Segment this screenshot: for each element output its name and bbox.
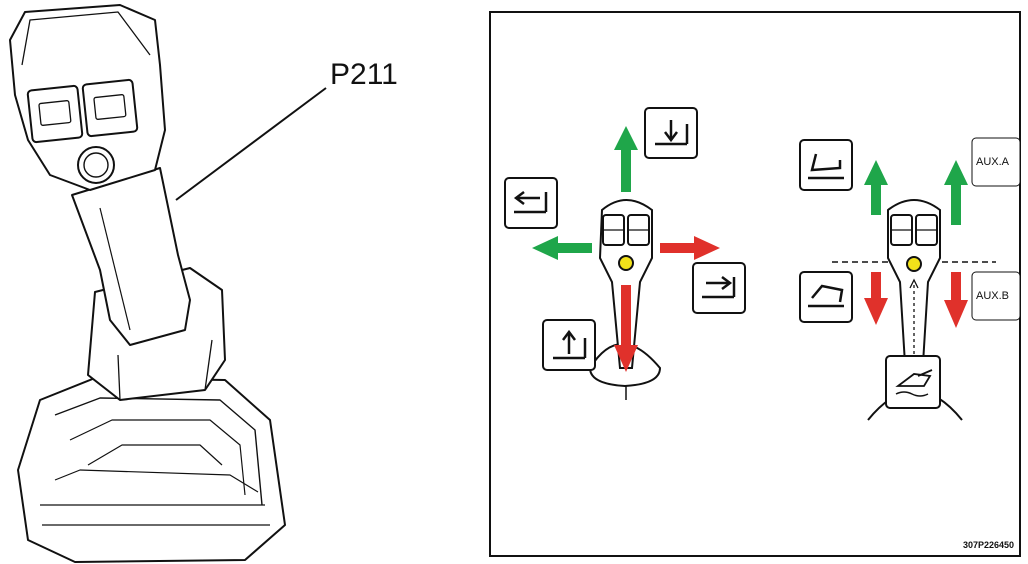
bucket-dump-icon bbox=[799, 139, 853, 191]
arrow-right bbox=[660, 236, 720, 260]
panel-code: 307P226450 bbox=[962, 540, 1014, 550]
boom-extend-icon bbox=[692, 262, 746, 314]
arrow-left bbox=[532, 236, 592, 260]
callout-leader-line bbox=[175, 87, 327, 201]
boom-lower-icon bbox=[644, 107, 698, 159]
arrow-aux-down bbox=[944, 272, 968, 328]
arrow-forward bbox=[614, 126, 638, 192]
arrow-backward bbox=[614, 285, 638, 372]
diagram-panel bbox=[489, 11, 1021, 557]
aux-b-label: AUX.B bbox=[976, 290, 1010, 302]
joystick-illustration bbox=[9, 4, 286, 563]
bucket-curl-icon bbox=[799, 271, 853, 323]
boom-retract-icon bbox=[504, 177, 558, 229]
arrow-bucket-down bbox=[864, 272, 888, 325]
button-indicator bbox=[618, 255, 634, 271]
joystick-boot bbox=[17, 377, 286, 563]
arrow-aux-up bbox=[944, 160, 968, 225]
aux-a-label: AUX.A bbox=[976, 156, 1010, 168]
boom-raise-icon bbox=[542, 319, 596, 371]
callout-label: P211 bbox=[330, 58, 398, 91]
attachment-tilt-icon bbox=[885, 355, 941, 409]
arrow-bucket-up bbox=[864, 160, 888, 215]
joystick-shaft bbox=[71, 167, 191, 346]
aux-b-button-box bbox=[971, 271, 1021, 321]
aux-a-button-box bbox=[971, 137, 1021, 187]
